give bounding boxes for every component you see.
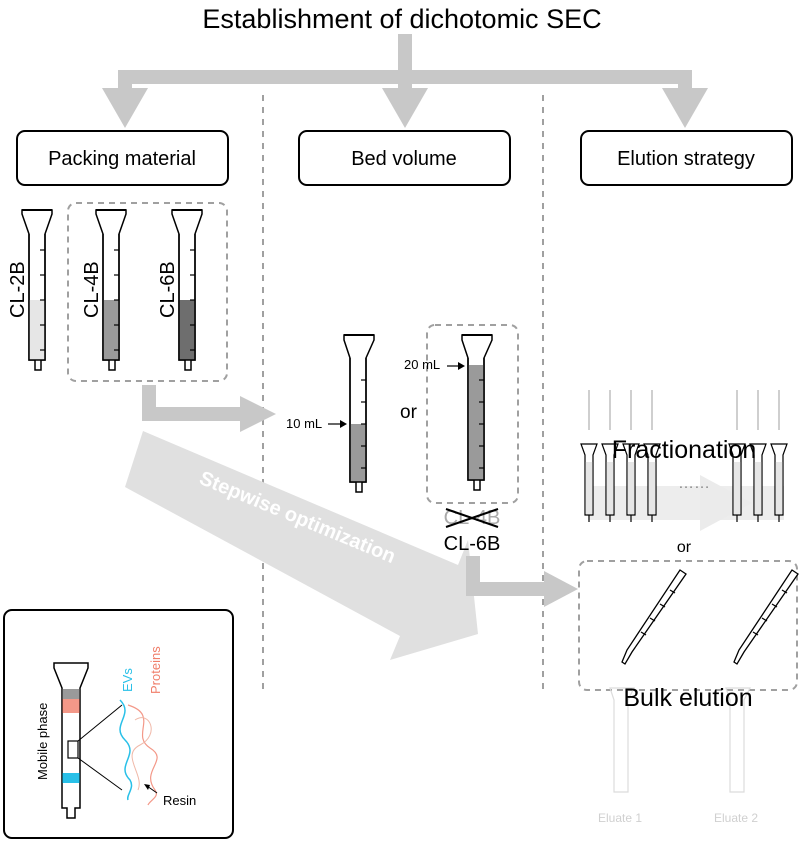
eluate-tubes	[609, 687, 751, 793]
cross-mark	[445, 508, 499, 528]
label-cl6b: CL-6B	[157, 261, 179, 318]
fractionation-group: …… Fractionation	[580, 390, 788, 531]
column-cl2b	[21, 209, 53, 371]
elution-strategy-label: Elution strategy	[617, 148, 755, 170]
eluate2-label: Eluate 2	[714, 811, 758, 825]
bed-10ml-pointer	[328, 420, 347, 428]
inset-resin-label: Resin	[163, 793, 196, 808]
evs-label: EVs	[120, 668, 135, 692]
label-cl2b: CL-2B	[7, 261, 29, 318]
fraction-tubes-left	[580, 390, 661, 522]
inset-panel	[3, 609, 234, 839]
packing-material-label: Packing material	[48, 148, 196, 170]
resin-cl6b-label: CL-6B	[444, 533, 501, 555]
bulk-elution-box	[578, 560, 798, 691]
bed-or-label: or	[400, 402, 418, 423]
bed-20ml-label: 20 mL	[404, 357, 440, 372]
pipette-right	[733, 569, 799, 665]
diagram-title: Establishment of dichotomic SEC	[202, 4, 601, 34]
eluate1-label: Eluate 1	[598, 811, 642, 825]
column-cl4b	[95, 209, 127, 371]
arrow-bed-to-elution	[466, 556, 578, 607]
column-20ml	[461, 334, 493, 491]
fraction-tubes-right	[728, 390, 788, 522]
bed-volume-label: Bed volume	[351, 148, 457, 170]
bed-volume-box: Bed volume	[298, 130, 511, 186]
packing-highlight-box	[67, 202, 228, 382]
elution-or-label: or	[677, 539, 692, 556]
bulk-elution-label: Bulk elution	[623, 684, 752, 712]
label-cl4b: CL-4B	[81, 261, 103, 318]
bed-20ml-box	[426, 324, 519, 504]
fractionation-label: Fractionation	[612, 436, 757, 464]
proteins-label: Proteins	[148, 646, 163, 694]
column-cl6b	[171, 209, 203, 371]
bulk-elution-group: Bulk elution Eluate 1 Eluate 2	[598, 569, 799, 825]
top-branch-arrows	[102, 34, 708, 128]
packing-material-box: Packing material	[16, 130, 229, 186]
fraction-dots: ……	[678, 475, 710, 492]
mobile-phase-label: Mobile phase	[35, 703, 50, 780]
pipette-left	[621, 569, 687, 665]
elution-strategy-box: Elution strategy	[580, 130, 793, 186]
column-10ml	[343, 334, 375, 493]
arrow-packing-to-bed	[142, 385, 276, 432]
bed-20ml-pointer	[447, 362, 465, 370]
bed-10ml-label: 10 mL	[286, 416, 322, 431]
